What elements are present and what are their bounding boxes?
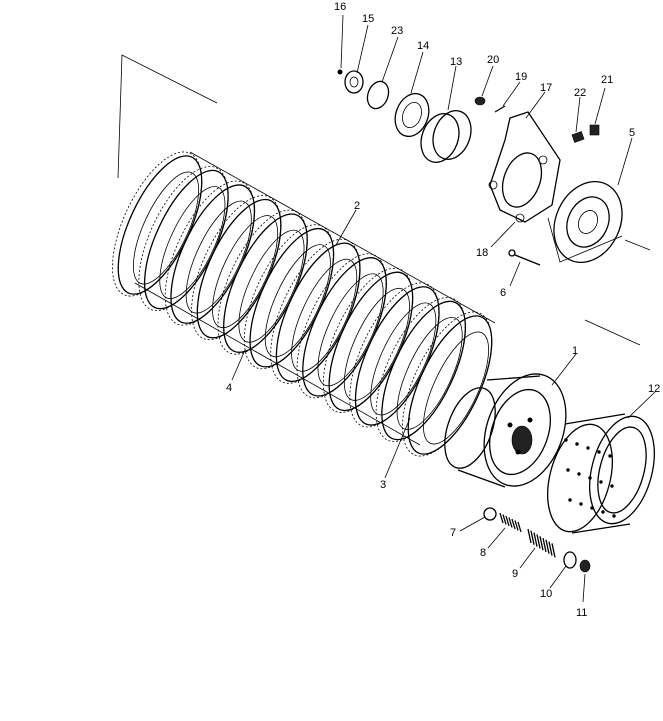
clutch-plate-stack: [112, 54, 496, 457]
callout-15: 15: [362, 13, 374, 25]
spring-set: [483, 507, 591, 573]
drum-rivet: [575, 442, 579, 446]
callout-5: 5: [629, 127, 635, 139]
drum-rivet: [588, 476, 592, 480]
clutch-hub: [444, 373, 567, 488]
callout-8: 8: [480, 547, 486, 559]
callout-13: 13: [450, 56, 462, 68]
clutch-plate: [402, 311, 493, 457]
drum-rivet: [590, 506, 594, 510]
drum-rivet: [566, 468, 570, 472]
bearing-assembly: [337, 69, 472, 163]
release-fork: [488, 111, 561, 223]
drum-rivet: [612, 514, 616, 518]
callout-18: 18: [476, 247, 488, 259]
drum-rivet: [568, 498, 572, 502]
callout-23: 23: [391, 25, 403, 37]
drum-rivet: [579, 502, 583, 506]
leader-lines: [231, 14, 656, 603]
callout-17: 17: [540, 82, 552, 94]
drum-rivet: [586, 446, 590, 450]
callout-21: 21: [601, 74, 613, 86]
callout-1: 1: [572, 345, 578, 357]
drum-rivet: [608, 454, 612, 458]
callout-3: 3: [380, 479, 386, 491]
drum-rivet: [597, 450, 601, 454]
callout-10: 10: [540, 588, 552, 600]
pressure-plate: [547, 180, 651, 346]
callout-14: 14: [417, 40, 429, 52]
drum-rivet: [577, 472, 581, 476]
callout-12: 12: [648, 383, 660, 395]
callout-2: 2: [354, 200, 360, 212]
callout-labels: 1 2 3 4 5 6 7 8 9 10 11 12 13 14 15 16 1…: [226, 1, 660, 619]
drum-rivet: [601, 510, 605, 514]
small-hardware: [474, 96, 600, 266]
clutch-plate: [349, 282, 440, 428]
callout-20: 20: [487, 54, 499, 66]
clutch-plate: [375, 296, 467, 442]
callout-22: 22: [574, 87, 586, 99]
callout-9: 9: [512, 568, 518, 580]
callout-4: 4: [226, 382, 232, 394]
clutch-drum: [547, 413, 655, 534]
drum-rivet: [599, 480, 603, 484]
callout-19: 19: [515, 71, 527, 83]
callout-11: 11: [576, 607, 587, 619]
drum-rivet: [610, 484, 614, 488]
callout-16: 16: [334, 1, 346, 13]
callout-6: 6: [500, 287, 506, 299]
drum-rivet: [564, 438, 568, 442]
callout-7: 7: [450, 527, 456, 539]
